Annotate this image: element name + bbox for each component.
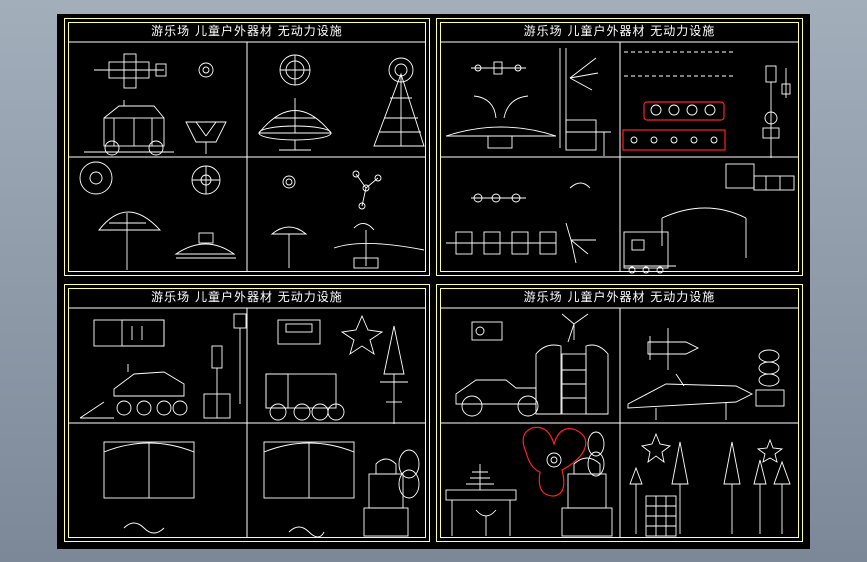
sheet-3-linework [64, 284, 430, 542]
sheet-3-title: 游乐场 儿童户外器材 无动力设施 [151, 290, 343, 304]
sheet-4-linework [436, 284, 803, 542]
drawing-sheet-2[interactable]: 游乐场 儿童户外器材 无动力设施 [436, 18, 803, 276]
highlight-propeller-outline [522, 426, 587, 497]
drawing-sheet-1[interactable]: 游乐场 儿童户外器材 无动力设施 [64, 18, 430, 276]
playground-equipment-drawings [445, 313, 791, 537]
drawing-sheet-4[interactable]: 游乐场 儿童户外器材 无动力设施 [436, 284, 803, 542]
sheet-2-linework [436, 18, 803, 276]
sheet-4-title: 游乐场 儿童户外器材 无动力设施 [523, 290, 716, 304]
drawing-sheet-3[interactable]: 游乐场 儿童户外器材 无动力设施 [64, 284, 430, 542]
sheet-1-title: 游乐场 儿童户外器材 无动力设施 [151, 24, 343, 38]
sheet-1-linework [64, 18, 430, 276]
sheet-2-title: 游乐场 儿童户外器材 无动力设施 [523, 24, 716, 38]
playground-equipment-drawings [79, 313, 420, 538]
highlight-boxes [622, 101, 726, 151]
playground-equipment-drawings [445, 48, 795, 274]
playground-equipment-drawings [79, 53, 425, 270]
cad-drawing-canvas[interactable]: 游乐场 儿童户外器材 无动力设施 [57, 14, 810, 549]
